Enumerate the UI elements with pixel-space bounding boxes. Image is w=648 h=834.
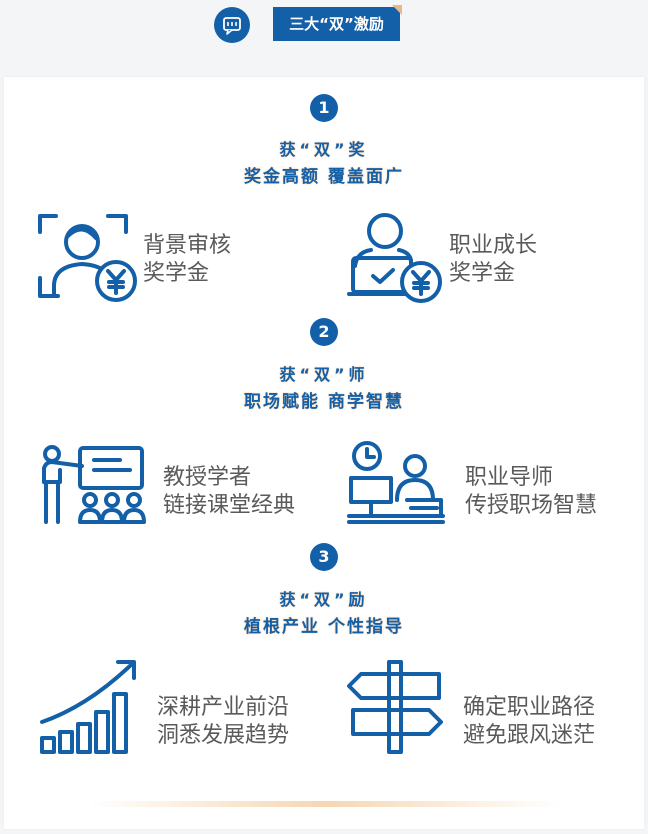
item-line2: 奖学金 [143,261,210,286]
item-background-check: 背景审核 奖学金 [143,232,231,288]
item-career-growth: 职业成长 奖学金 [449,232,537,288]
incentives-card [4,77,644,829]
section-3-subtitle: 植根产业 个性指导 [244,617,404,637]
section-1-number: 1 [310,94,338,122]
section-2-subtitle: 职场赋能 商学智慧 [244,392,404,412]
item-line2: 链接课堂经典 [163,493,296,518]
teacher-board-icon [38,442,150,531]
item-line2: 传授职场智慧 [465,493,598,518]
signpost-icon [345,656,445,760]
page-title: 三大“双”激励 [273,5,402,41]
person-scan-yen-icon [36,210,141,309]
growth-chart-icon [38,656,138,760]
section-1-subtitle: 奖金高额 覆盖面广 [244,167,404,187]
bottom-divider [90,801,560,807]
item-professors: 教授学者 链接课堂经典 [163,464,295,520]
section-1-title: 获“双”奖 [279,140,369,159]
person-laptop-yen-icon [345,210,445,309]
item-career-mentors: 职业导师 传授职场智慧 [465,464,597,520]
header: 三大“双”激励 [0,0,648,60]
item-line1: 背景审核 [143,233,232,258]
title-corner-decoration [392,5,402,15]
item-line1: 职业成长 [449,233,538,258]
item-line2: 避免跟风迷茫 [463,723,596,748]
item-industry-frontier: 深耕产业前沿 洞悉发展趋势 [157,694,289,750]
item-line1: 确定职业路径 [463,695,596,720]
item-line2: 洞悉发展趋势 [157,723,290,748]
chat-bubble-icon [214,7,250,43]
item-line2: 奖学金 [449,261,516,286]
item-line1: 职业导师 [465,465,554,490]
section-2-number: 2 [310,318,338,346]
section-2-title: 获“双”师 [279,365,369,384]
item-career-path: 确定职业路径 避免跟风迷茫 [463,694,595,750]
item-line1: 深耕产业前沿 [157,695,290,720]
page-title-text: 三大“双”激励 [289,15,384,33]
section-3-title: 获“双”励 [279,590,369,609]
item-line1: 教授学者 [163,465,252,490]
section-3-number: 3 [310,543,338,571]
mentor-desk-clock-icon [345,440,447,532]
